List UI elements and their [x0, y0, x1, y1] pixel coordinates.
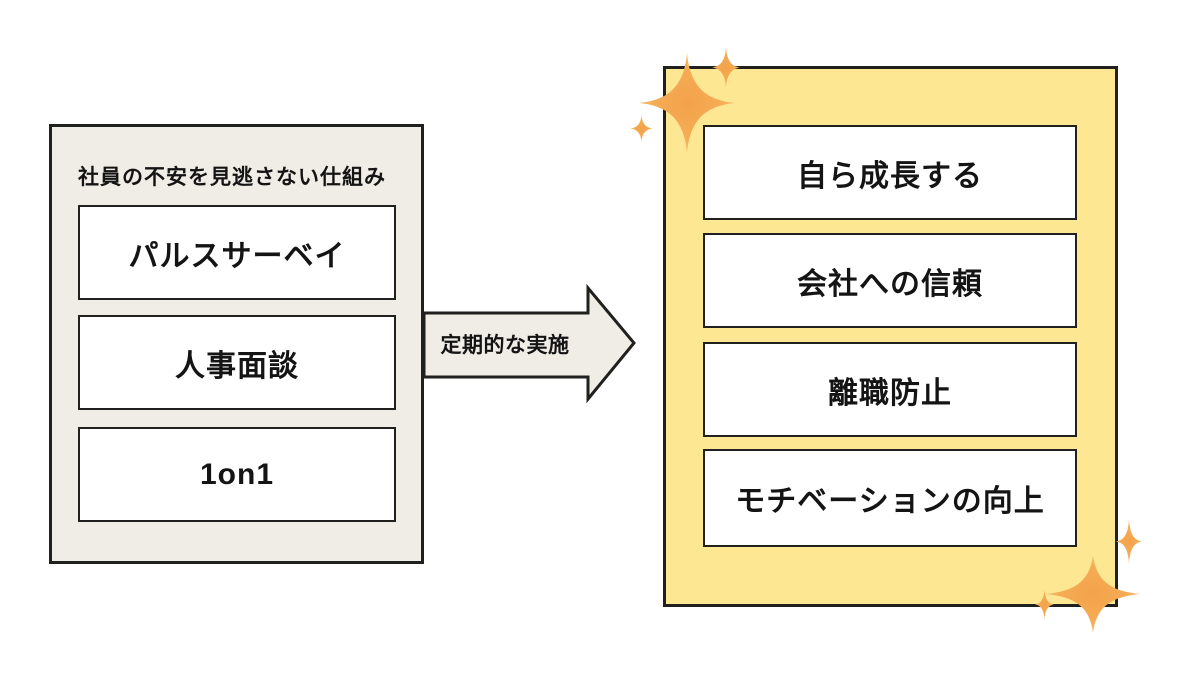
left-panel: 社員の不安を見逃さない仕組み パルスサーベイ 人事面談 1on1 — [49, 124, 424, 564]
right-item-turnover-prevention: 離職防止 — [703, 342, 1077, 437]
right-item-label: 離職防止 — [828, 376, 952, 410]
right-item-label: モチベーションの向上 — [735, 485, 1045, 518]
sparkle-icon — [630, 115, 653, 142]
left-panel-title: 社員の不安を見逃さない仕組み — [78, 166, 386, 189]
right-item-motivation-up: モチベーションの向上 — [703, 449, 1077, 547]
left-item-1on1: 1on1 — [78, 427, 396, 522]
left-item-label: パルスサーベイ — [128, 239, 346, 273]
left-item-pulse-survey: パルスサーベイ — [78, 205, 396, 300]
sparkle-icon — [1116, 519, 1142, 564]
sparkle-icon — [1045, 555, 1141, 633]
arrow-label: 定期的な実施 — [440, 334, 570, 357]
sparkle-icon — [1035, 589, 1054, 620]
left-item-label: 人事面談 — [175, 349, 299, 383]
right-item-self-growth: 自ら成長する — [703, 125, 1077, 220]
right-arrow-icon — [422, 284, 636, 404]
left-item-hr-interview: 人事面談 — [78, 315, 396, 410]
right-panel: 自ら成長する 会社への信頼 離職防止 モチベーションの向上 — [663, 66, 1118, 607]
right-item-label: 会社への信頼 — [797, 267, 983, 301]
right-item-label: 自ら成長する — [797, 159, 983, 193]
right-item-company-trust: 会社への信頼 — [703, 233, 1077, 328]
left-item-label: 1on1 — [199, 457, 275, 491]
sparkle-icon — [712, 47, 740, 88]
